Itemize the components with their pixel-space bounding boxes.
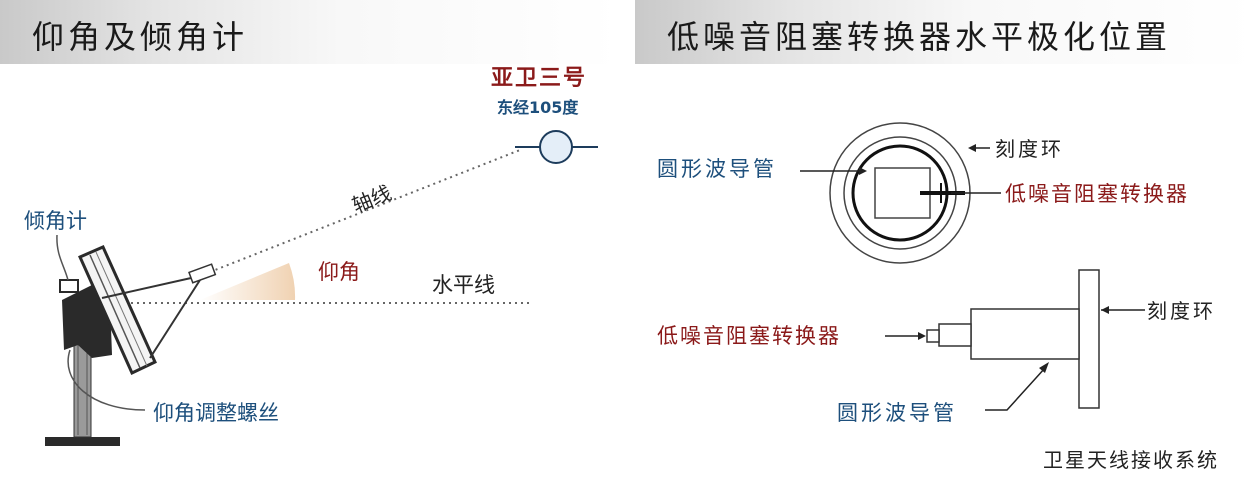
lnb-side-label: 低噪音阻塞转换器 [657, 324, 841, 348]
feed-arm-upper [101, 275, 201, 299]
elevation-label: 仰角 [318, 260, 360, 284]
inclinometer-leader [56, 234, 69, 281]
left-header: 仰角及倾角计 [0, 0, 620, 64]
right-panel: 低噪音阻塞转换器水平极化位置 刻度环 [635, 0, 1255, 479]
scale-ring-side-label: 刻度环 [1147, 299, 1216, 323]
lnb-top-label: 低噪音阻塞转换器 [1005, 182, 1189, 206]
satellite-name-label: 亚卫三号 [491, 66, 587, 91]
waveguide-top-label: 圆形波导管 [657, 157, 777, 181]
feed-horn [188, 263, 217, 284]
adjust-screw-label: 仰角调整螺丝 [153, 401, 279, 425]
inclinometer-label: 倾角计 [24, 209, 87, 233]
system-caption: 卫星天线接收系统 [1043, 448, 1219, 472]
dish-reflector [78, 245, 157, 376]
inclinometer-device [59, 279, 79, 293]
feed-arm-lower [149, 279, 201, 359]
scale-ring-top-view [829, 122, 971, 264]
lnb-diagram: 刻度环 圆形波导管 低噪音阻塞转换器 低噪音阻塞转换器 刻度环 圆形波导管 卫星… [657, 122, 1219, 472]
satellite-icon [515, 130, 598, 164]
left-title: 仰角及倾角计 [32, 18, 249, 56]
lnb-side-view [926, 269, 1100, 409]
axis-line [209, 149, 521, 273]
left-panel: 仰角及倾角计 [0, 0, 620, 479]
right-header: 低噪音阻塞转换器水平极化位置 [635, 0, 1255, 64]
scale-ring-top-label: 刻度环 [995, 137, 1064, 161]
elevation-diagram: 亚卫三号 东经105度 轴线 仰角 水平线 倾角计 仰角调整螺丝 [24, 66, 598, 446]
right-title: 低噪音阻塞转换器水平极化位置 [667, 18, 1172, 56]
waveguide-side-label: 圆形波导管 [837, 401, 957, 425]
adjust-screw-leader [67, 349, 146, 411]
stand-base [45, 437, 120, 446]
axis-label: 轴线 [349, 180, 395, 217]
horizontal-label: 水平线 [432, 273, 495, 297]
satellite-longitude-label: 东经105度 [497, 98, 579, 117]
elevation-angle-wedge [200, 263, 296, 300]
waveguide-side-leader [985, 367, 1046, 411]
